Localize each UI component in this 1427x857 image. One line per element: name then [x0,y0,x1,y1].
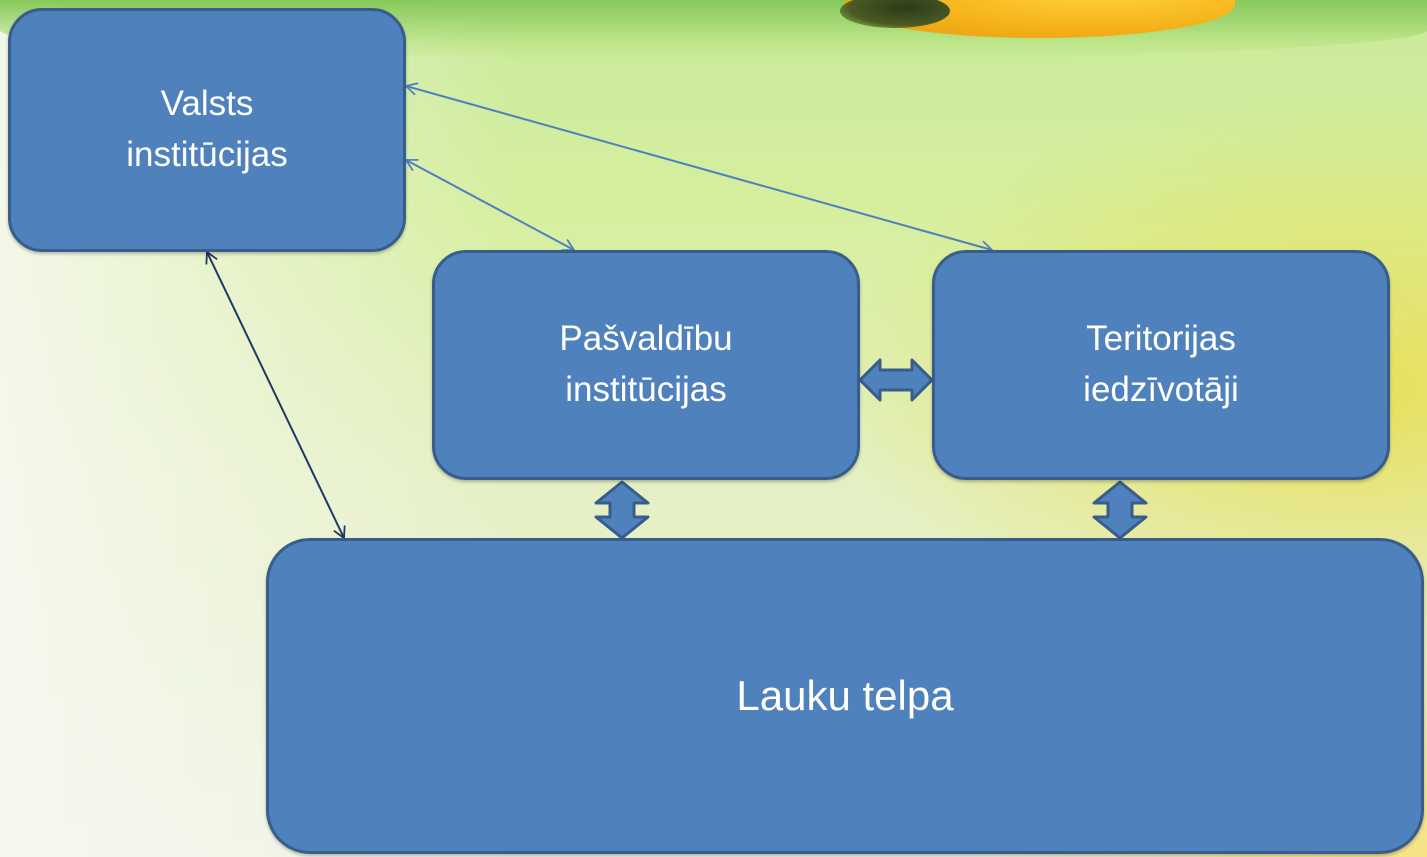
connector-valsts-pasvaldibu [404,159,576,251]
node-pasvaldibu-label: Pašvaldību institūcijas [559,319,733,409]
connector-valsts-teritorijas [404,82,994,254]
node-pasvaldibu-institucijas: Pašvaldību institūcijas [432,250,860,480]
node-teritorijas-iedzivotaji: Teritorijas iedzīvotāji [932,250,1390,480]
decorative-flower-center [840,0,950,28]
node-lauku-telpa: Lauku telpa [266,538,1424,854]
connector-pasvaldibu-teritorijas [858,358,934,402]
node-lauku-label: Lauku telpa [736,671,954,719]
node-valsts-label: Valsts institūcijas [126,84,288,174]
node-valsts-institucijas: Valsts institūcijas [8,8,406,252]
connector-pasvaldibu-lauku [594,480,650,540]
connector-valsts-lauku [205,250,346,540]
connector-teritorijas-lauku [1092,480,1148,540]
node-teritorijas-label: Teritorijas iedzīvotāji [1083,319,1239,409]
